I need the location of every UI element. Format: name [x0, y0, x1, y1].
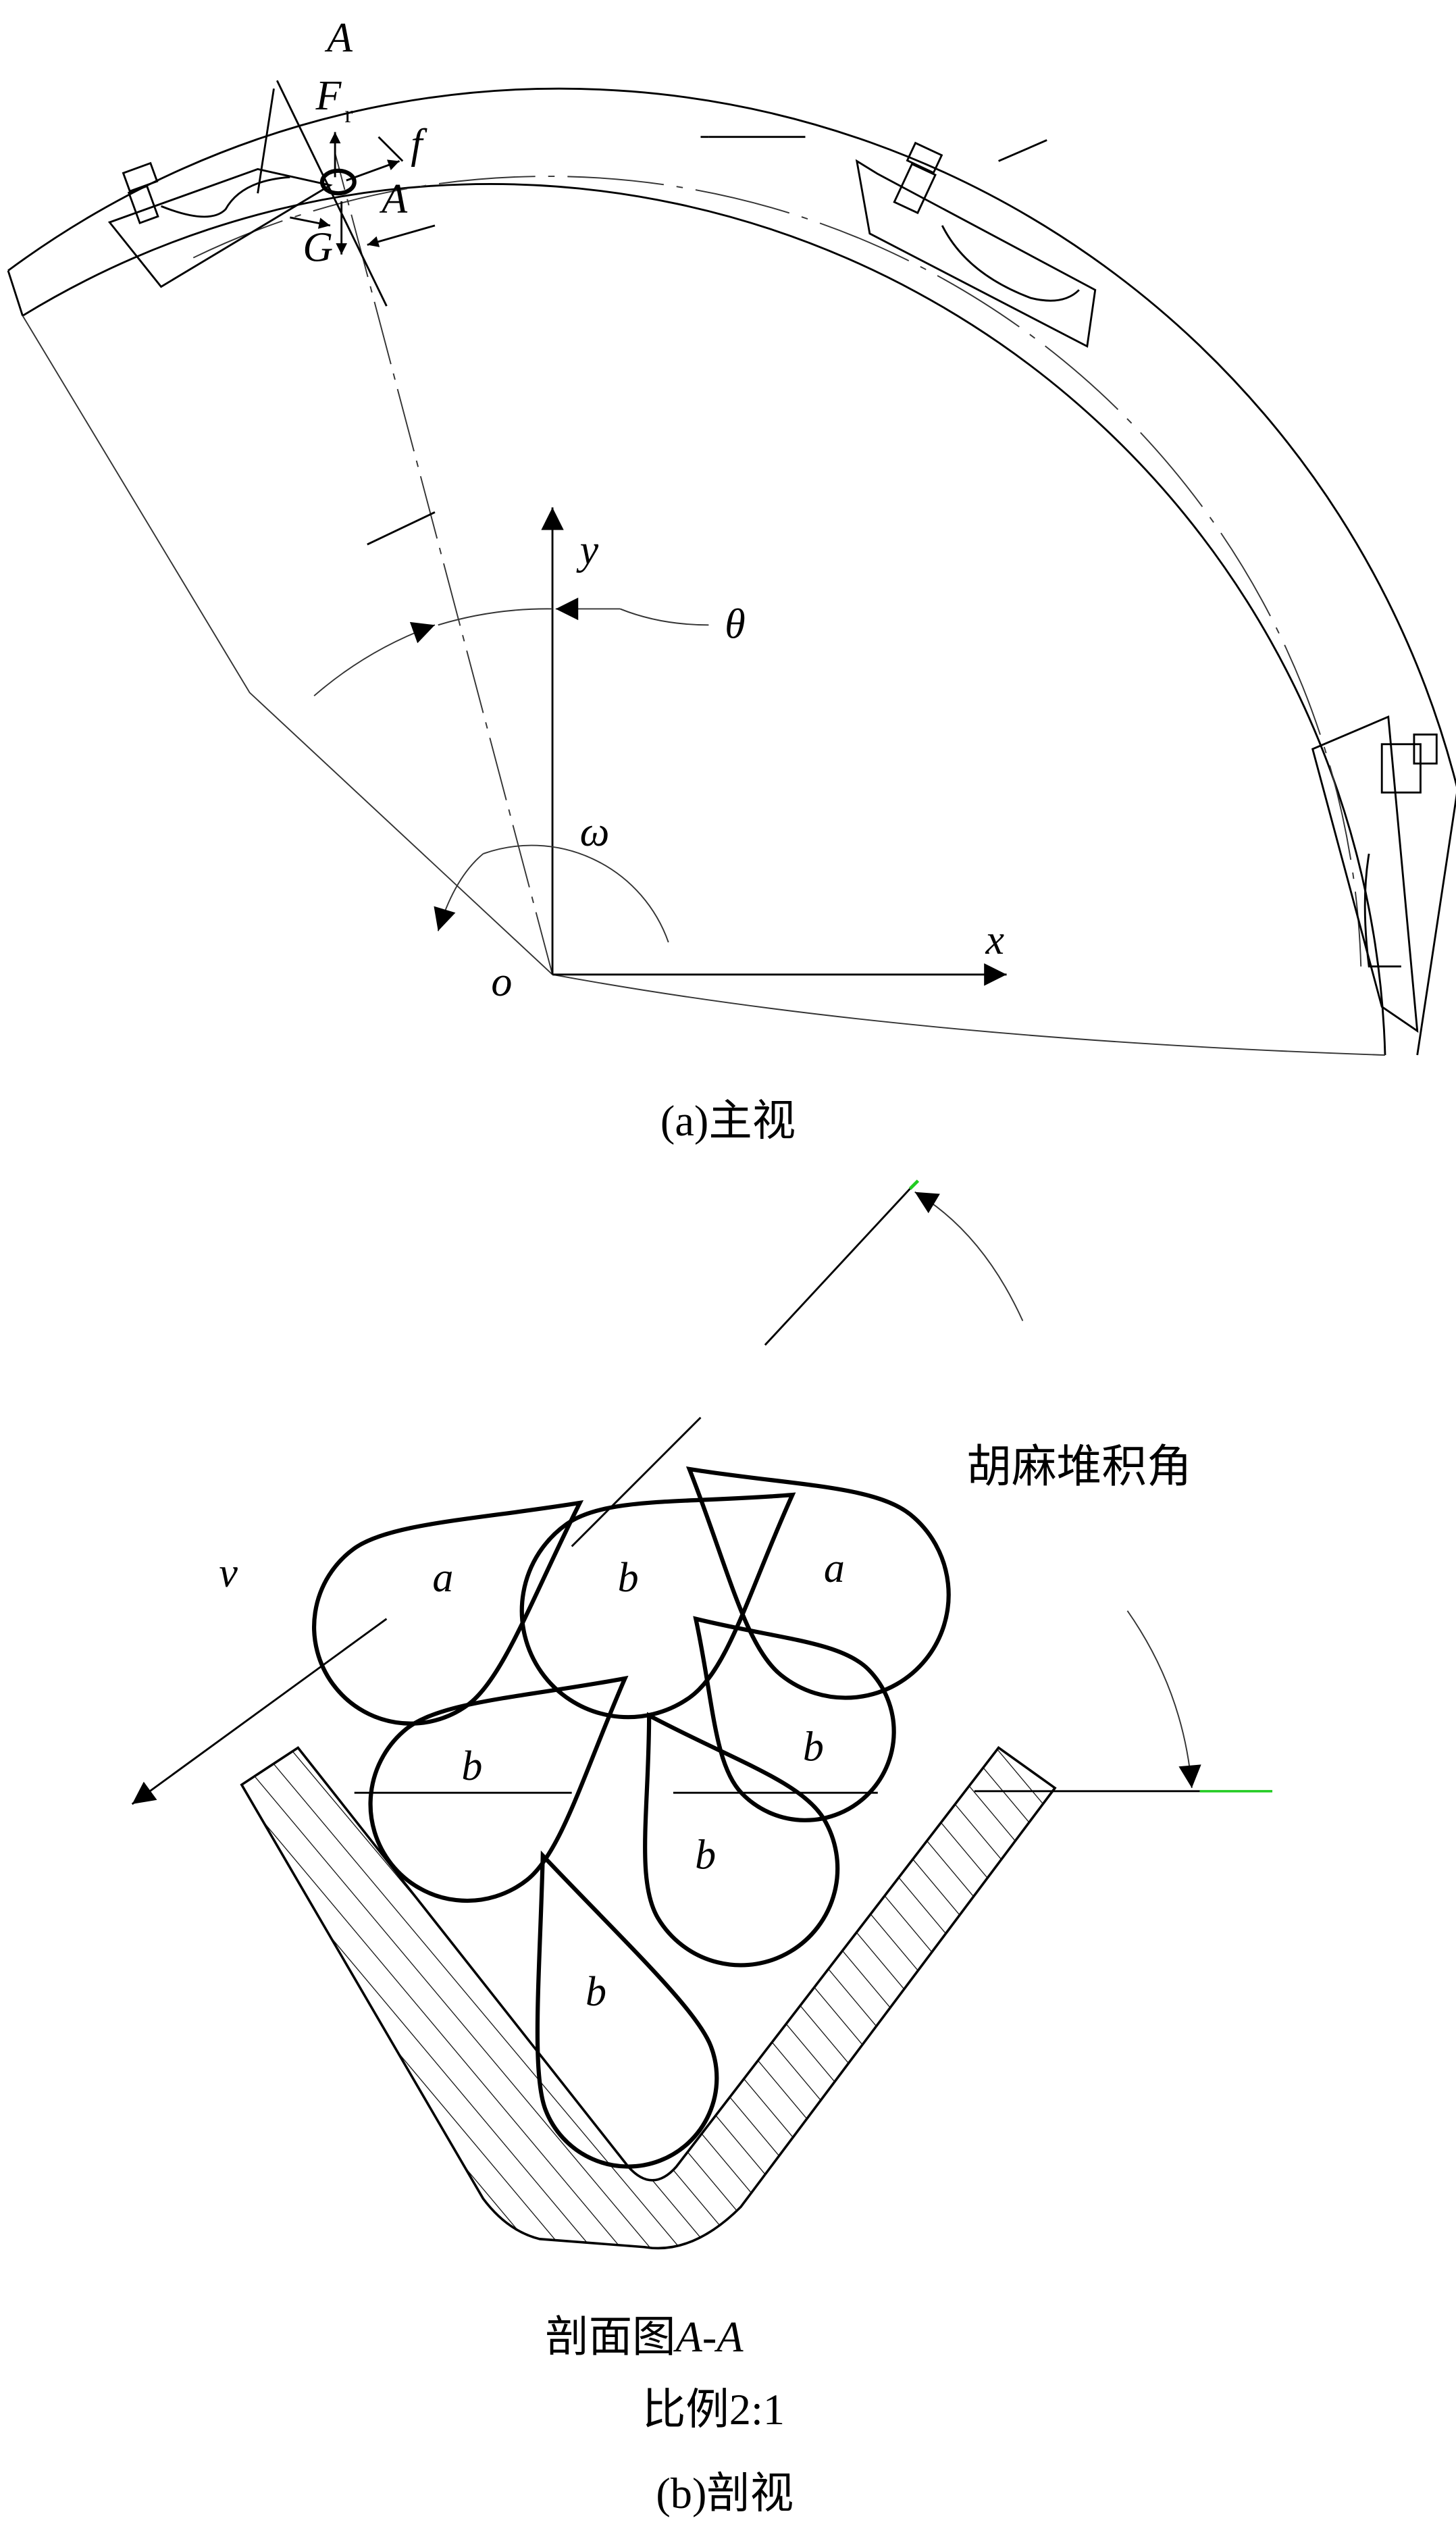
scoop-top-left: [107, 161, 333, 288]
spacer: [998, 139, 1047, 162]
section-title: 剖面图A-A: [545, 2313, 744, 2361]
label-f: f: [411, 122, 427, 168]
seed-label: b: [695, 1832, 716, 1878]
angle-label: 胡麻堆积角: [966, 1443, 1192, 1492]
scoop-top-right: [855, 141, 1097, 348]
theta-arc-left: [313, 621, 436, 696]
section-title-italic: A-A: [673, 2313, 744, 2361]
label-Fr: F: [315, 73, 342, 119]
label-omega: ω: [580, 809, 610, 855]
caption-b: (b)剖视: [656, 2469, 794, 2517]
channel-wall: [240, 1746, 1057, 2250]
repose-line: [571, 1416, 702, 1547]
spacer: [367, 511, 436, 546]
caption-a: (a)主视: [660, 1097, 796, 1145]
angle-arc-top: [914, 1191, 1024, 1321]
section-title-prefix: 剖面图: [545, 2313, 675, 2361]
seed-label: a: [432, 1555, 453, 1601]
seed-label: b: [618, 1555, 639, 1601]
outer-rim: [7, 87, 1456, 788]
omega-arc: [483, 844, 669, 943]
seed-outline: [535, 1850, 719, 2169]
label-x: x: [985, 917, 1005, 963]
main-view: A F r f G A y x o θ ω (a)主视: [7, 15, 1456, 1145]
section-cut-mark: [257, 88, 275, 194]
section-view: 胡麻堆积角 v a b a b b b b 剖面图A-A 比例2:1 (b)剖视: [131, 1179, 1273, 2517]
seed-label: b: [461, 1743, 482, 1789]
theta-leader: [619, 608, 709, 626]
rim-end: [7, 270, 24, 316]
seed-outline: [685, 1466, 951, 1700]
seed-label: b: [803, 1724, 824, 1770]
omega-arrow: [434, 853, 484, 931]
scale-label: 比例2:1: [642, 2386, 785, 2434]
disk-left-edge: [22, 315, 553, 975]
section-arrow-top: [290, 216, 331, 229]
theta-arc: [438, 608, 553, 626]
seed-label: b: [586, 1969, 606, 2015]
label-v: v: [219, 1550, 238, 1596]
seed-label: a: [824, 1545, 845, 1591]
seed-group: a b a b b b b: [312, 1466, 951, 2169]
label-theta: θ: [725, 601, 745, 647]
force-detail: A F r f G A: [257, 15, 1047, 546]
section-arrow-bottom: [367, 224, 436, 247]
label-o: o: [491, 959, 512, 1005]
accent-tick: [908, 1179, 920, 1190]
label-G: G: [303, 224, 333, 270]
seed-cluster-icon: [319, 168, 357, 196]
seed-outline: [519, 1492, 796, 1720]
label-A-bottom: A: [379, 176, 408, 222]
seed-outline: [693, 1616, 896, 1822]
inner-rim: [22, 183, 1386, 1056]
scoop-right: [1311, 715, 1438, 1033]
disk-bottom-edge: [552, 973, 1386, 1056]
pitch-circle: [192, 176, 1362, 967]
velocity-arrow: [131, 1618, 388, 1805]
label-Fr-subscript: r: [344, 101, 353, 128]
seed-outline: [368, 1675, 629, 1903]
seed-outline: [312, 1500, 584, 1726]
label-y: y: [576, 528, 599, 573]
triangle-mark: [378, 136, 404, 162]
seed-outline: [643, 1712, 840, 1968]
radial-line: [334, 153, 553, 975]
rim-end: [1416, 793, 1456, 1056]
label-A-top: A: [324, 15, 353, 61]
angle-ref-line: [764, 1187, 911, 1346]
angle-arc-right: [1126, 1610, 1201, 1789]
